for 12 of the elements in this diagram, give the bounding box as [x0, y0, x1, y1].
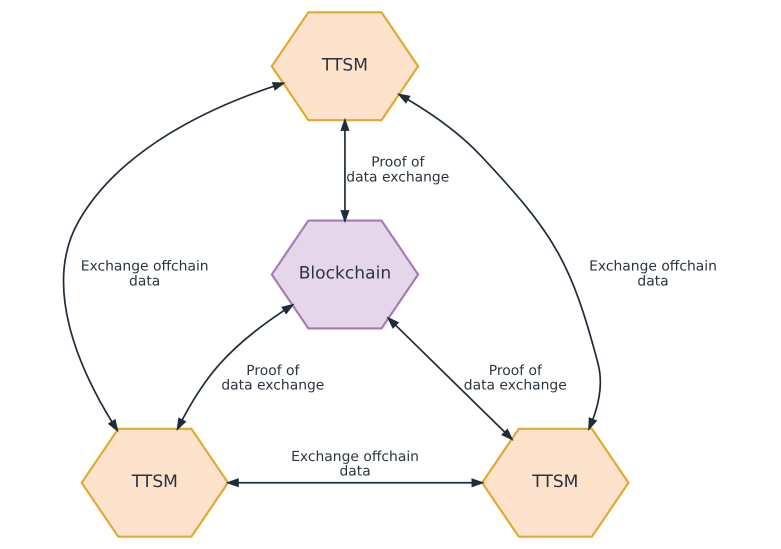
edge-label: Proof of data exchange — [463, 362, 566, 394]
edge-label: Exchange offchain data — [588, 258, 716, 290]
arrow — [340, 118, 350, 224]
arrow — [396, 93, 601, 431]
arrow — [176, 304, 294, 432]
edge-label: Proof of data exchange — [346, 154, 449, 186]
arrow — [225, 478, 484, 488]
edge-label: Proof of data exchange — [220, 362, 324, 394]
arrow — [386, 316, 514, 441]
edge-label: Exchange offchain data — [290, 448, 419, 480]
edge-label: Exchange offchain data — [80, 258, 208, 290]
arrow — [62, 82, 286, 432]
